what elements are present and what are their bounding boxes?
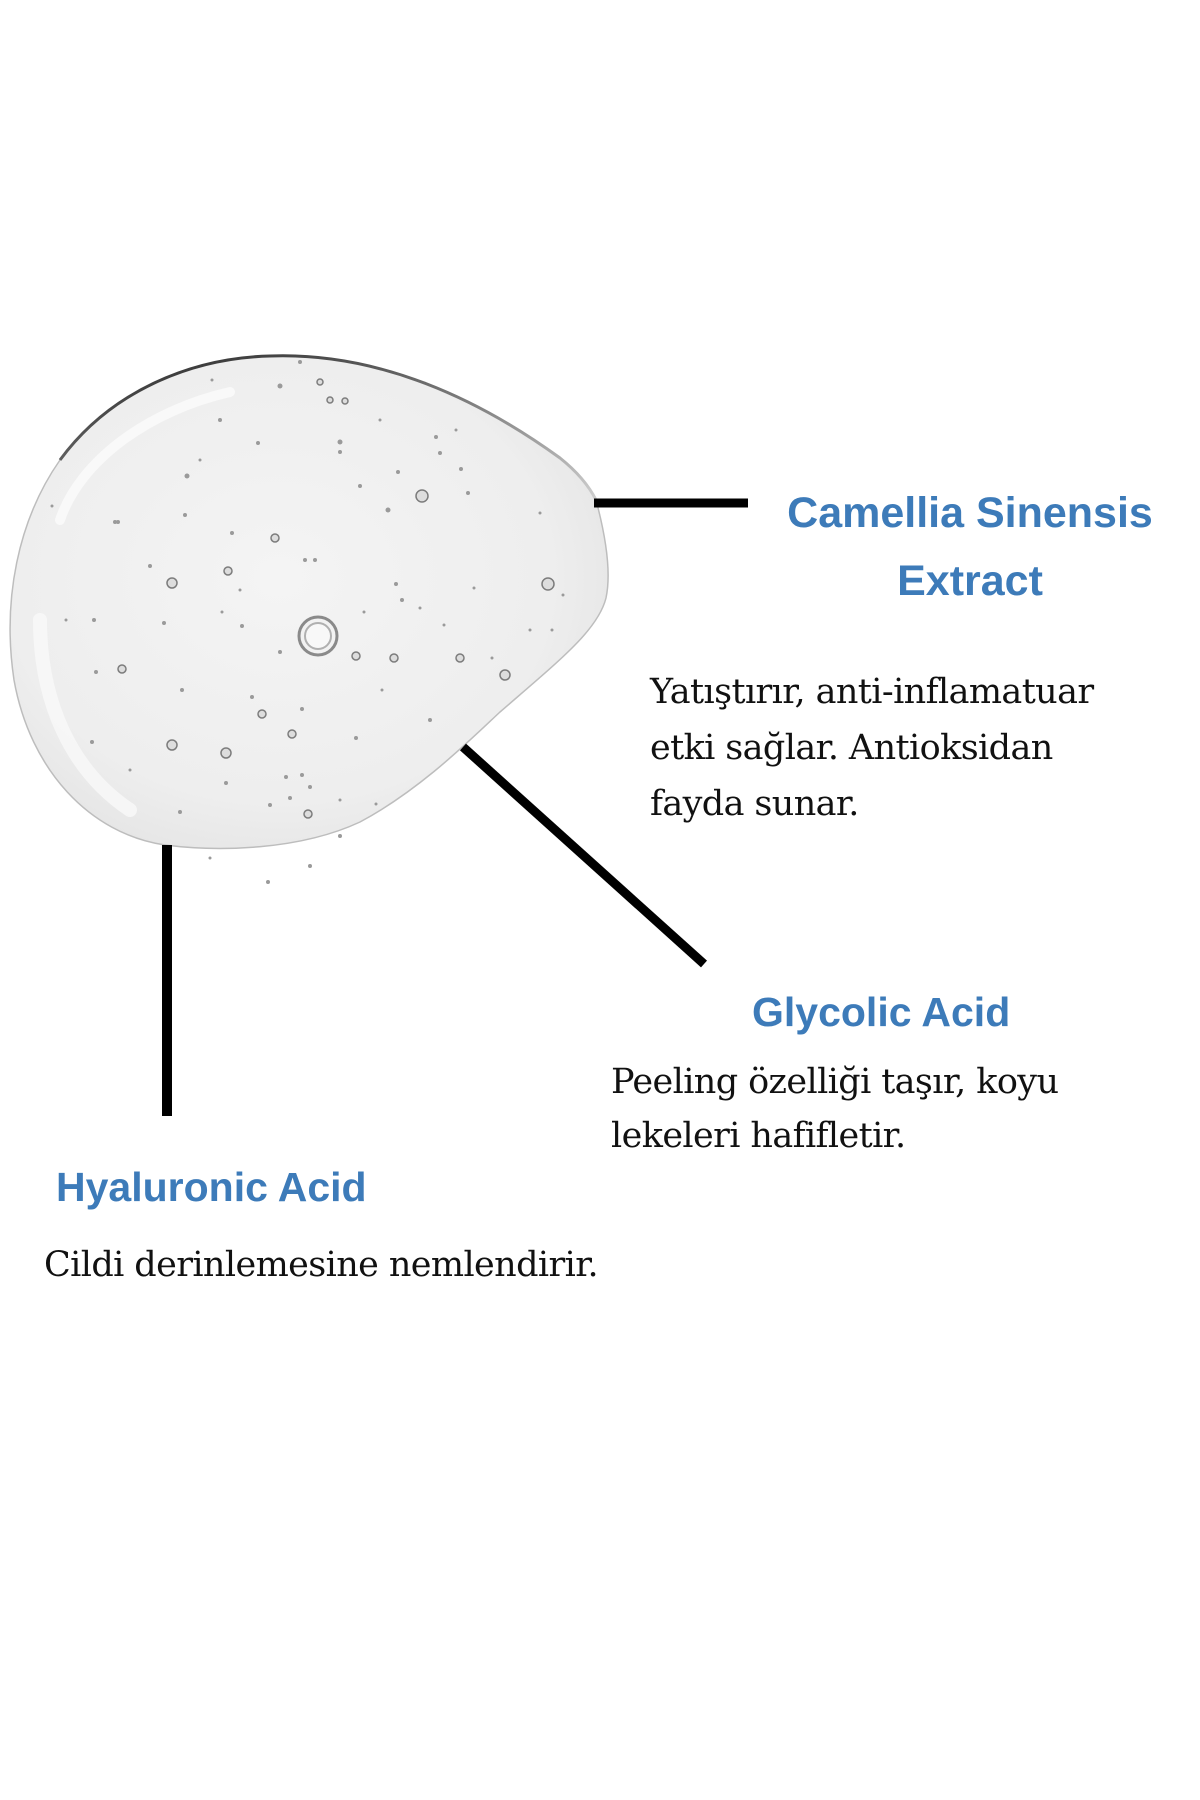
ingredient-description-hyaluronic: Cildi derinlemesine nemlendirir. (44, 1238, 599, 1292)
description-line: etki sağlar. Antioksidan (650, 728, 1053, 768)
description-line: Yatıştırır, anti-inflamatuar (650, 672, 1094, 712)
ingredient-name-glycolic: Glycolic Acid (752, 987, 1010, 1037)
description-line: Peeling özelliği taşır, koyu (611, 1062, 1059, 1102)
ingredient-name-hyaluronic: Hyaluronic Acid (56, 1162, 367, 1212)
description-line: lekeleri hafifletir. (611, 1116, 906, 1156)
connector-line-glycolic (459, 743, 708, 968)
micro-bubbles (50, 360, 565, 884)
ingredient-name-line: Glycolic Acid (752, 989, 1011, 1035)
ingredient-name-camellia: Camellia Sinensis Extract (740, 479, 1200, 615)
ingredient-name-line: Camellia Sinensis (787, 489, 1153, 537)
ingredient-name-line: Hyaluronic Acid (56, 1164, 367, 1210)
ingredient-name-line: Extract (897, 557, 1043, 605)
ingredient-description-glycolic: Peeling özelliği taşır, koyu lekeleri ha… (611, 1055, 1059, 1163)
large-bubble-icon (297, 615, 339, 657)
bubble-cluster (117, 378, 555, 819)
description-line: fayda sunar. (650, 784, 859, 824)
ingredient-description-camellia: Yatıştırır, anti-inflamatuar etki sağlar… (650, 664, 1094, 832)
description-line: Cildi derinlemesine nemlendirir. (44, 1245, 599, 1285)
